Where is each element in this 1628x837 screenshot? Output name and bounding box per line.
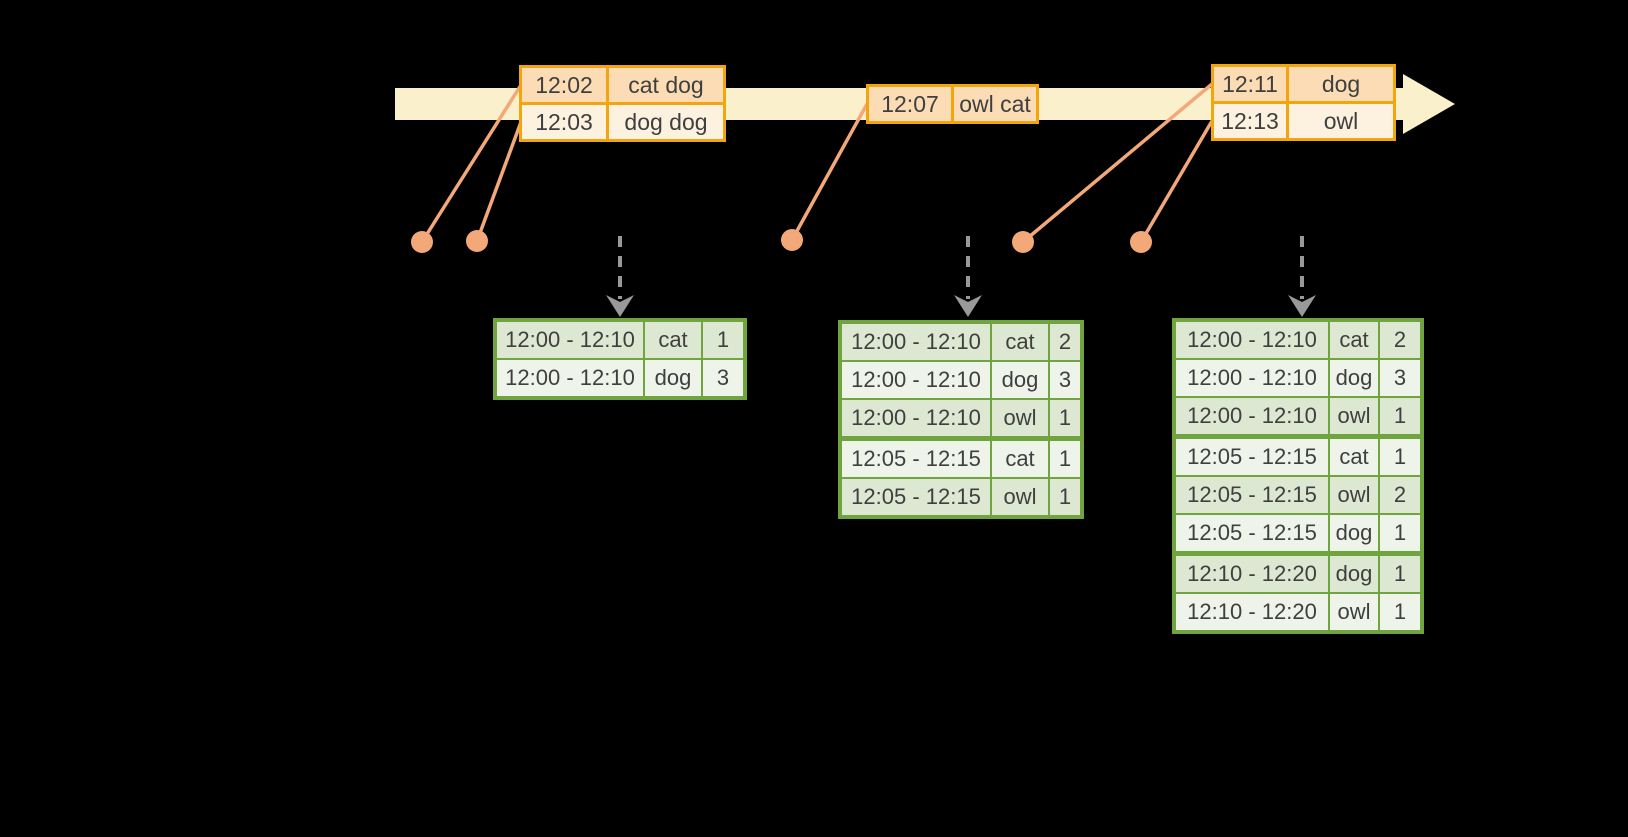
word-cell: cat xyxy=(992,441,1048,477)
words-cell: dog xyxy=(1289,67,1393,101)
window-cell: 12:00 - 12:10 xyxy=(1176,398,1328,434)
window-cell: 12:05 - 12:15 xyxy=(1176,477,1328,513)
trigger-arrowhead-icon xyxy=(1288,295,1316,317)
count-cell: 1 xyxy=(1380,556,1420,592)
window-cell: 12:00 - 12:10 xyxy=(842,362,990,398)
words-cell: cat dog xyxy=(609,68,723,102)
count-cell: 2 xyxy=(1380,477,1420,513)
time-cell: 12:02 xyxy=(522,68,606,102)
words-cell: owl cat xyxy=(954,87,1036,121)
time-cell: 12:03 xyxy=(522,105,606,139)
event-dots xyxy=(411,229,1152,253)
word-cell: owl xyxy=(1330,594,1378,630)
time-cell: 12:13 xyxy=(1214,104,1286,138)
timeline-arrowhead-icon xyxy=(1403,74,1455,134)
window-cell: 12:10 - 12:20 xyxy=(1176,594,1328,630)
event-dot xyxy=(1130,231,1152,253)
count-cell: 2 xyxy=(1380,322,1420,358)
word-cell: cat xyxy=(645,322,701,358)
count-cell: 1 xyxy=(1380,439,1420,475)
count-cell: 1 xyxy=(1050,479,1080,515)
event-dot xyxy=(1012,231,1034,253)
event-line xyxy=(790,103,869,241)
window-cell: 12:00 - 12:10 xyxy=(1176,322,1328,358)
word-cell: owl xyxy=(1330,477,1378,513)
trigger-arrowhead-icon xyxy=(954,295,982,317)
window-cell: 12:05 - 12:15 xyxy=(842,479,990,515)
window-cell: 12:05 - 12:15 xyxy=(842,441,990,477)
event-line xyxy=(1021,82,1214,244)
trigger-arrowhead-icon xyxy=(606,295,634,317)
window-cell: 12:00 - 12:10 xyxy=(842,400,990,436)
event-line xyxy=(420,84,523,243)
count-cell: 1 xyxy=(1380,515,1420,551)
word-cell: dog xyxy=(1330,360,1378,396)
window-cell: 12:00 - 12:10 xyxy=(842,324,990,360)
words-cell: dog dog xyxy=(609,105,723,139)
count-cell: 1 xyxy=(703,322,743,358)
event-line xyxy=(1139,120,1214,243)
window-cell: 12:00 - 12:10 xyxy=(1176,360,1328,396)
word-cell: cat xyxy=(1330,439,1378,475)
event-lines xyxy=(420,82,1214,244)
count-cell: 1 xyxy=(1380,398,1420,434)
word-cell: owl xyxy=(1330,398,1378,434)
event-dot xyxy=(466,230,488,252)
word-cell: cat xyxy=(992,324,1048,360)
window-cell: 12:10 - 12:20 xyxy=(1176,556,1328,592)
word-cell: owl xyxy=(992,479,1048,515)
word-cell: dog xyxy=(645,360,701,396)
event-line xyxy=(475,121,523,242)
event-dot xyxy=(411,231,433,253)
trigger-arrowheads xyxy=(606,295,1316,317)
word-cell: cat xyxy=(1330,322,1378,358)
word-cell: dog xyxy=(1330,515,1378,551)
count-cell: 3 xyxy=(1050,362,1080,398)
time-cell: 12:11 xyxy=(1214,67,1286,101)
word-cell: dog xyxy=(992,362,1048,398)
window-cell: 12:00 - 12:10 xyxy=(497,360,643,396)
count-cell: 2 xyxy=(1050,324,1080,360)
window-cell: 12:05 - 12:15 xyxy=(1176,439,1328,475)
count-cell: 3 xyxy=(1380,360,1420,396)
words-cell: owl xyxy=(1289,104,1393,138)
time-cell: 12:07 xyxy=(869,87,951,121)
count-cell: 1 xyxy=(1380,594,1420,630)
trigger-dashed-lines xyxy=(618,236,1304,299)
event-dot xyxy=(781,229,803,251)
count-cell: 1 xyxy=(1050,400,1080,436)
window-cell: 12:00 - 12:10 xyxy=(497,322,643,358)
count-cell: 1 xyxy=(1050,441,1080,477)
count-cell: 3 xyxy=(703,360,743,396)
word-cell: owl xyxy=(992,400,1048,436)
word-cell: dog xyxy=(1330,556,1378,592)
window-cell: 12:05 - 12:15 xyxy=(1176,515,1328,551)
